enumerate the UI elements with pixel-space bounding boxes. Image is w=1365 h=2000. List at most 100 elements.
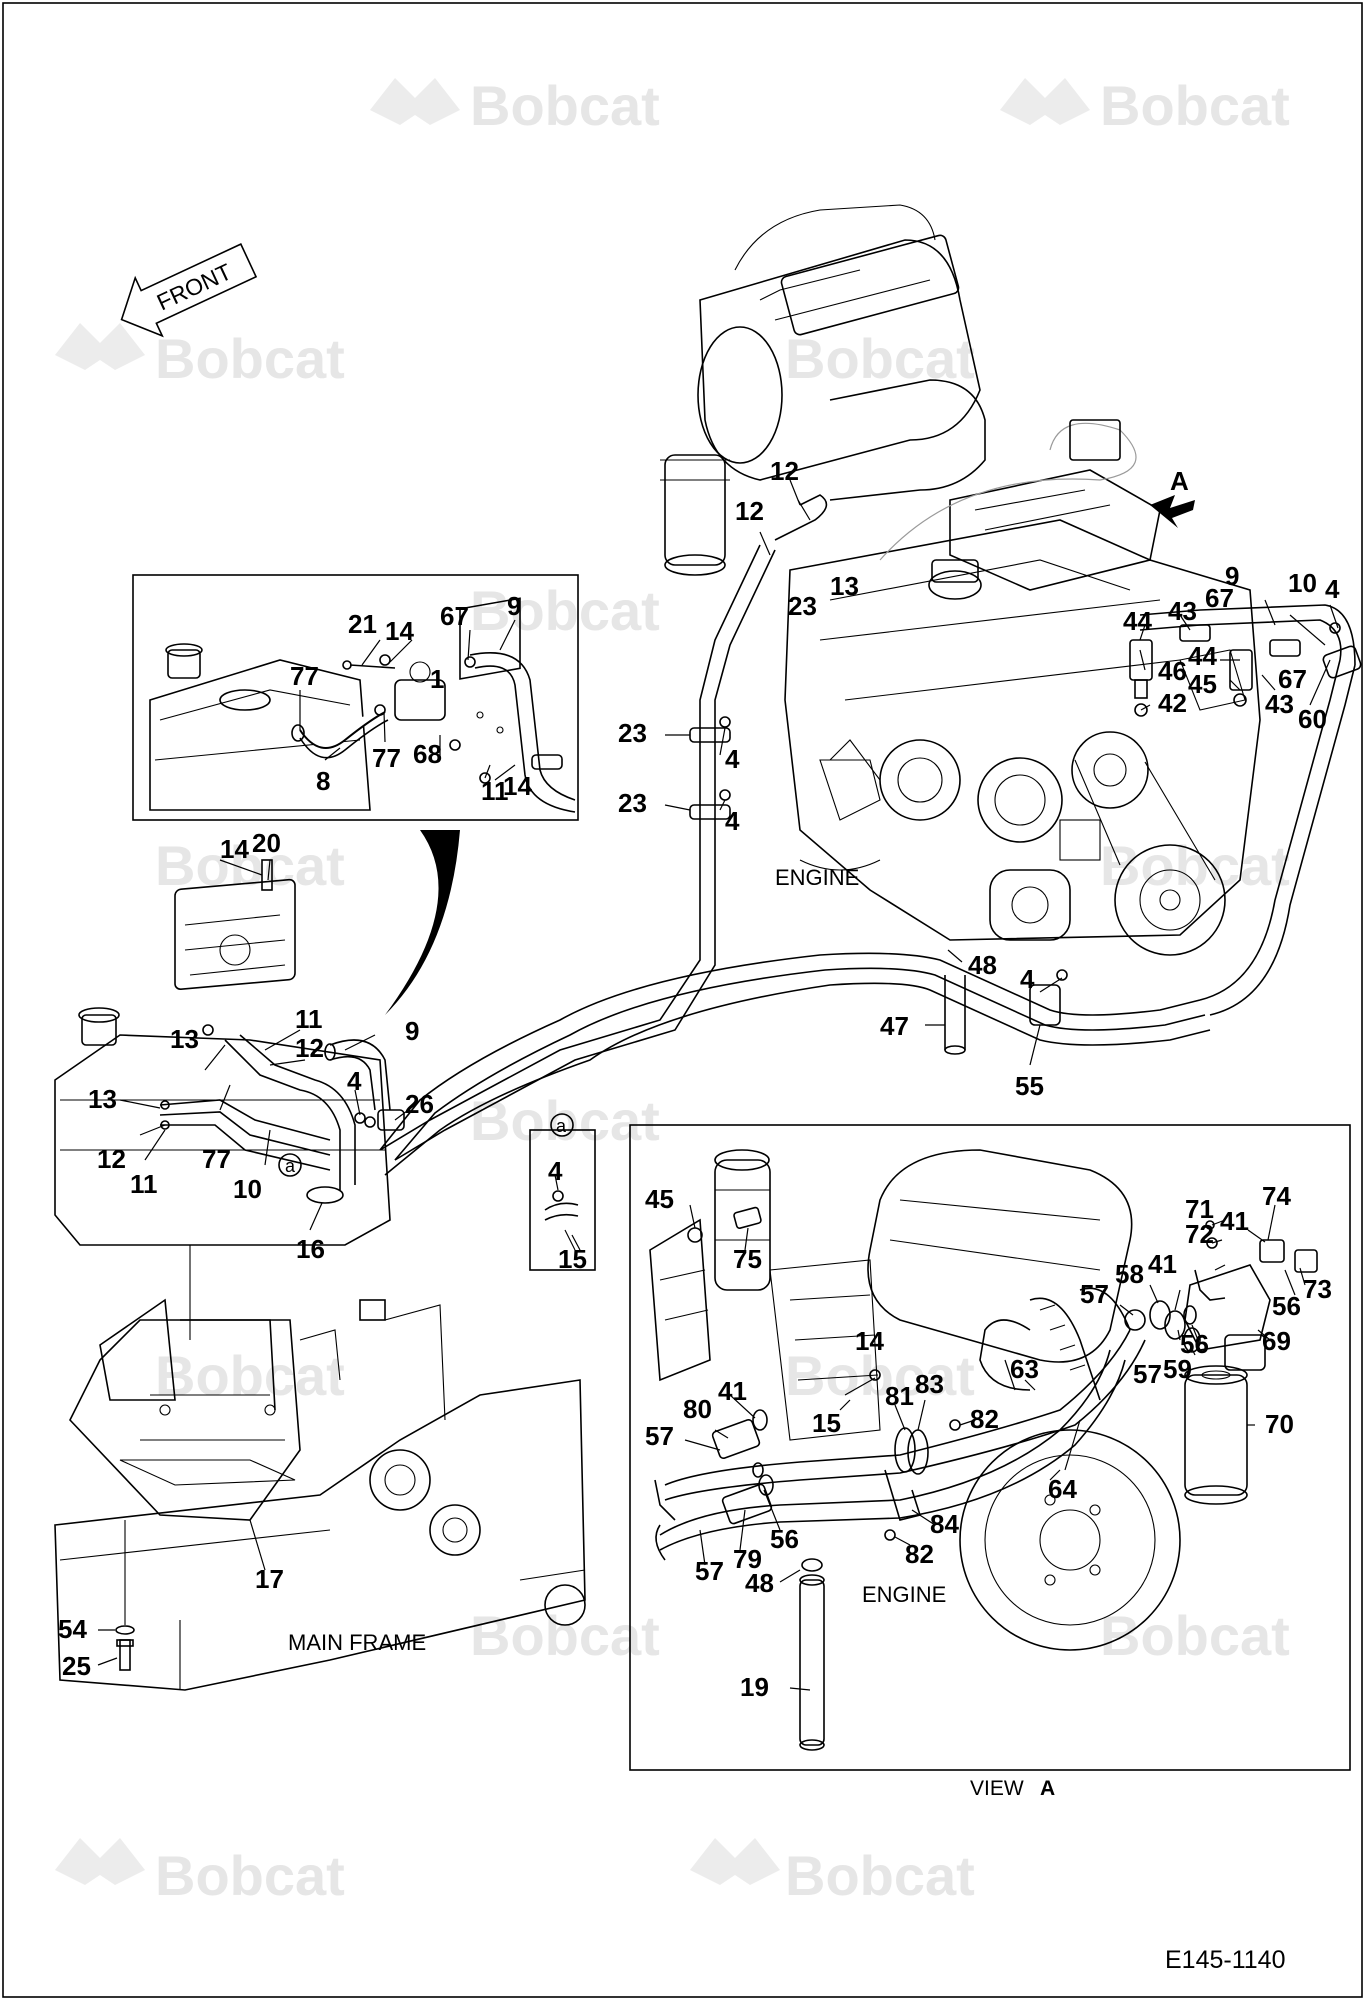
callout-77: 77 xyxy=(202,1144,231,1174)
watermark-text: Bobcat xyxy=(155,327,345,390)
engine-view-label: ENGINE xyxy=(862,1582,946,1607)
view-a-arrow: A xyxy=(1150,466,1195,528)
callout-15: 15 xyxy=(558,1244,587,1274)
callout-70: 70 xyxy=(1265,1409,1294,1439)
callout-71: 71 xyxy=(1185,1194,1214,1224)
bobcat-logo-icon xyxy=(690,1838,780,1885)
callout-13: 13 xyxy=(88,1084,117,1114)
watermark-text: Bobcat xyxy=(1100,1604,1290,1667)
callout-77: 77 xyxy=(372,743,401,773)
callout-23: 23 xyxy=(788,591,817,621)
callout-84: 84 xyxy=(930,1509,959,1539)
callout-54: 54 xyxy=(58,1614,87,1644)
callout-17: 17 xyxy=(255,1564,284,1594)
view-title-prefix: VIEW xyxy=(970,1777,1024,1800)
callout-13: 13 xyxy=(830,571,859,601)
callout-23: 23 xyxy=(618,718,647,748)
main-frame-label: MAIN FRAME xyxy=(288,1630,426,1655)
hose-clamps xyxy=(364,622,1362,1131)
watermark-text: Bobcat xyxy=(1100,834,1290,897)
circle-ref-label: a xyxy=(285,1156,296,1176)
callout-41: 41 xyxy=(1148,1249,1177,1279)
callout-23: 23 xyxy=(618,788,647,818)
callout-80: 80 xyxy=(683,1394,712,1424)
callout-47: 47 xyxy=(880,1011,909,1041)
callout-67: 67 xyxy=(1205,583,1234,613)
callout-41: 41 xyxy=(718,1376,747,1406)
detail-a-drawing: a xyxy=(544,1113,579,1251)
callout-14: 14 xyxy=(855,1326,884,1356)
view-a-arrow-label: A xyxy=(1170,466,1189,496)
callout-41: 41 xyxy=(1220,1206,1249,1236)
callout-12: 12 xyxy=(770,456,799,486)
callout-44: 44 xyxy=(1188,641,1217,671)
tank-detail-inset xyxy=(132,574,579,821)
engine-label: ENGINE xyxy=(775,865,859,890)
callout-11: 11 xyxy=(295,1004,323,1034)
view-a-panel xyxy=(629,1124,1351,1771)
callout-9: 9 xyxy=(507,591,521,621)
callout-12: 12 xyxy=(295,1033,324,1063)
watermark-text: Bobcat xyxy=(470,1604,660,1667)
view-title-letter: A xyxy=(1040,1777,1055,1800)
callout-8: 8 xyxy=(316,766,330,796)
callout-9: 9 xyxy=(1225,561,1239,591)
callout-4: 4 xyxy=(347,1066,362,1096)
tank-support-frame xyxy=(69,1245,301,1671)
detail-a-box xyxy=(529,1129,596,1271)
callout-64: 64 xyxy=(1048,1474,1077,1504)
callout-48: 48 xyxy=(968,950,997,980)
callout-48: 48 xyxy=(745,1568,774,1598)
callout-4: 4 xyxy=(1325,574,1340,604)
callout-4: 4 xyxy=(725,744,740,774)
watermark-text: Bobcat xyxy=(470,579,660,642)
callout-59: 59 xyxy=(1163,1354,1192,1384)
callout-19: 19 xyxy=(740,1672,769,1702)
engine-assembly xyxy=(660,204,1261,956)
callout-45: 45 xyxy=(1188,669,1217,699)
callout-25: 25 xyxy=(62,1651,91,1681)
callout-45: 45 xyxy=(645,1184,674,1214)
callout-1: 1 xyxy=(430,664,444,694)
fuel-tank: a xyxy=(54,859,391,1246)
fuel-hose-run xyxy=(379,494,1356,1176)
callout-63: 63 xyxy=(1010,1354,1039,1384)
callout-82: 82 xyxy=(970,1404,999,1434)
callout-13: 13 xyxy=(170,1024,199,1054)
callout-46: 46 xyxy=(1158,656,1187,686)
callout-numbers: 1 8 9 11 21 14 14 77 77 68 67 12 12 13 2… xyxy=(58,456,1340,1702)
watermark-text: Bobcat xyxy=(1100,74,1290,137)
callout-10: 10 xyxy=(233,1174,262,1204)
leader-lines xyxy=(97,479,1339,1691)
callout-57: 57 xyxy=(1080,1279,1109,1309)
watermark-text: Bobcat xyxy=(785,327,975,390)
detail-pointer-arrow xyxy=(385,830,460,1015)
callout-10: 10 xyxy=(1288,568,1317,598)
callout-74: 74 xyxy=(1262,1181,1291,1211)
callout-57: 57 xyxy=(695,1556,724,1586)
callout-20: 20 xyxy=(252,828,281,858)
watermark-text: Bobcat xyxy=(155,1844,345,1907)
callout-57: 57 xyxy=(645,1421,674,1451)
callout-44: 44 xyxy=(1123,606,1152,636)
callout-12: 12 xyxy=(735,496,764,526)
callout-15: 15 xyxy=(812,1408,841,1438)
watermark-text: Bobcat xyxy=(470,74,660,137)
callout-43: 43 xyxy=(1265,689,1294,719)
callout-75: 75 xyxy=(733,1244,762,1274)
watermark-text: Bobcat xyxy=(155,1344,345,1407)
callout-9: 9 xyxy=(405,1016,419,1046)
callout-14: 14 xyxy=(220,834,249,864)
callout-11: 11 xyxy=(130,1169,158,1199)
callout-56: 56 xyxy=(1180,1329,1209,1359)
callout-60: 60 xyxy=(1298,704,1327,734)
callout-14: 14 xyxy=(503,771,532,801)
callout-69: 69 xyxy=(1262,1326,1291,1356)
callout-79: 79 xyxy=(733,1544,762,1574)
callout-26: 26 xyxy=(405,1089,434,1119)
fuel-fittings xyxy=(1129,624,1301,717)
bobcat-logo-icon xyxy=(55,323,145,370)
callout-72: 72 xyxy=(1185,1219,1214,1249)
